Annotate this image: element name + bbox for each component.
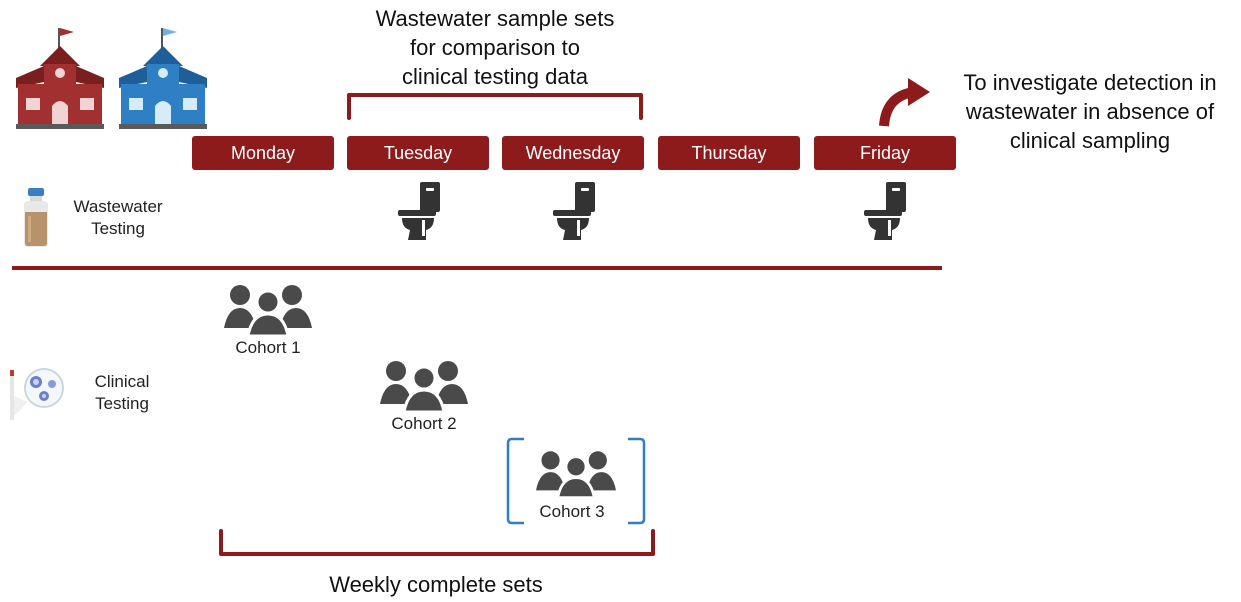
right-note-line2: wastewater in absence of <box>965 99 1215 124</box>
sample-bottle-icon <box>24 188 48 247</box>
top-note-line1: Wastewater sample sets <box>375 6 615 31</box>
clinical-line1: Clinical <box>94 372 150 391</box>
cohort-group-icon <box>380 361 468 414</box>
school-red-icon <box>16 28 104 129</box>
day-friday: Friday <box>814 136 956 170</box>
bottom-note: Weekly complete sets <box>329 572 543 597</box>
school-blue-icon <box>119 28 207 129</box>
right-note: To investigate detection in wastewater i… <box>940 68 1240 155</box>
wastewater-label: Wastewater Testing <box>58 196 178 240</box>
cohort-group-icon <box>536 451 616 499</box>
cohort-3-label: Cohort 3 <box>539 502 605 521</box>
day-monday: Monday <box>192 136 334 170</box>
cohort-2-label: Cohort 2 <box>391 414 457 433</box>
clinical-label: Clinical Testing <box>62 371 182 415</box>
row-divider <box>12 266 942 270</box>
right-note-line3: clinical sampling <box>1009 128 1171 153</box>
top-note-line3: clinical testing data <box>402 64 588 89</box>
clinical-line2: Testing <box>95 394 149 413</box>
toilet-icon <box>864 182 906 240</box>
day-wednesday: Wednesday <box>502 136 644 170</box>
curved-arrow-icon <box>879 78 930 127</box>
toilet-icon <box>398 182 440 240</box>
cohort-group-icon <box>224 285 312 338</box>
top-note: Wastewater sample sets for comparison to… <box>330 4 660 91</box>
top-note-line2: for comparison to <box>410 35 580 60</box>
wastewater-line2: Testing <box>91 219 145 238</box>
bottom-bracket <box>219 529 655 556</box>
day-tuesday: Tuesday <box>347 136 489 170</box>
toilet-icon <box>553 182 595 240</box>
cohort-1-label: Cohort 1 <box>235 338 301 357</box>
day-thursday: Thursday <box>658 136 800 170</box>
clinical-swab-icon <box>10 368 64 420</box>
wastewater-line1: Wastewater <box>73 197 163 216</box>
right-note-line1: To investigate detection in <box>963 70 1217 95</box>
cohort-3-bracket <box>506 437 646 525</box>
top-bracket <box>347 93 643 120</box>
